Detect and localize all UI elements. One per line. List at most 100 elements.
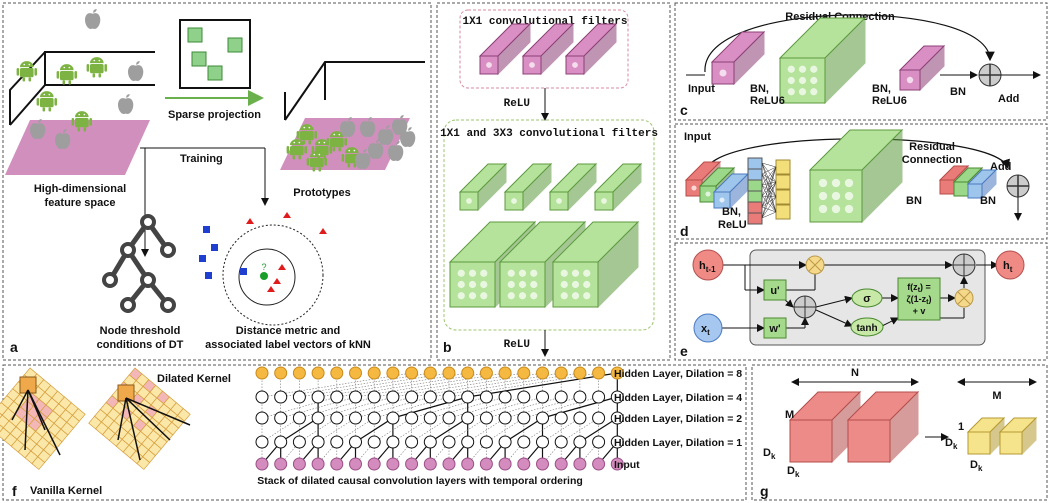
input-node bbox=[479, 457, 493, 471]
hidden-node bbox=[386, 411, 400, 425]
android-icon bbox=[36, 91, 57, 112]
channel-vector bbox=[747, 157, 763, 170]
dt-caption-2: conditions of DT bbox=[97, 339, 184, 351]
output-node bbox=[292, 366, 306, 380]
panel-e: ht-1 ht xt u' w' σ tanh f(zt) = ζ(1-zt) … bbox=[680, 249, 1025, 359]
dilation-edge bbox=[355, 372, 506, 398]
kernel-link bbox=[27, 389, 61, 456]
dt-caption-1: Node threshold bbox=[100, 325, 181, 337]
decision-tree-nodes bbox=[102, 214, 176, 313]
green-1x1-filters bbox=[458, 162, 643, 212]
hidden-node bbox=[274, 390, 288, 404]
dilation-edge bbox=[448, 396, 524, 419]
dilation-edge bbox=[299, 417, 337, 443]
connection-line bbox=[761, 196, 777, 208]
multiply-cross-top bbox=[808, 258, 822, 272]
output-node bbox=[461, 366, 475, 380]
connection-line bbox=[761, 162, 777, 168]
dilation-edge bbox=[392, 372, 543, 398]
standard-kernel bbox=[846, 390, 920, 464]
kernel-grids bbox=[0, 367, 191, 470]
depthwise-blocks-d bbox=[684, 128, 998, 225]
kernel-link bbox=[125, 397, 191, 426]
feature-space-plane bbox=[5, 120, 150, 175]
output-node bbox=[330, 366, 344, 380]
input-node bbox=[386, 457, 400, 471]
dilation-edge bbox=[318, 396, 393, 419]
apple-icon bbox=[30, 119, 46, 140]
magenta-filter-group bbox=[478, 22, 618, 76]
input-node bbox=[255, 457, 269, 471]
w-prime-label: w' bbox=[768, 323, 781, 335]
panel-a: Sparse projection Training High-dimensio… bbox=[5, 9, 425, 355]
hidden-node bbox=[367, 390, 381, 404]
green-3x3-filter bbox=[551, 220, 640, 309]
hidden-node bbox=[554, 435, 568, 449]
dilation-edge bbox=[448, 372, 599, 398]
bn-label-c1: BN, bbox=[750, 83, 769, 95]
hidden-node bbox=[386, 435, 400, 449]
panel-f: Dilated Kernel Vanilla Kernel Hidden Lay… bbox=[0, 366, 742, 499]
relu-label-bottom: ReLU bbox=[504, 339, 530, 351]
connection-line bbox=[761, 162, 777, 183]
knn-query-point bbox=[260, 272, 268, 280]
panel-c: Residual Connection Input BN, ReLU6 BN, … bbox=[680, 11, 1041, 118]
connection-line bbox=[761, 181, 777, 197]
panel-f-letter: f bbox=[12, 483, 17, 499]
apple-icon bbox=[340, 117, 356, 138]
output-node bbox=[274, 366, 288, 380]
input-node bbox=[292, 457, 306, 471]
apple-icon bbox=[378, 125, 394, 146]
connection-line bbox=[761, 162, 777, 198]
hidden-node bbox=[423, 411, 437, 425]
hidden-node bbox=[592, 390, 606, 404]
hidden-node bbox=[311, 390, 325, 404]
h-prev-label: ht-1 bbox=[699, 260, 716, 274]
hidden-node bbox=[442, 390, 456, 404]
apple-icon bbox=[355, 149, 371, 170]
sparse-square bbox=[207, 65, 223, 81]
dilation-edge bbox=[280, 372, 431, 398]
pointwise-vector bbox=[775, 159, 791, 175]
layer-label: Hidden Layer, Dilation = 2 bbox=[614, 413, 742, 425]
hidden-node bbox=[274, 411, 288, 425]
hidden-node bbox=[479, 435, 493, 449]
standard-kernel bbox=[788, 390, 862, 464]
hidden-node bbox=[423, 435, 437, 449]
dk-label-3: Dk bbox=[945, 437, 958, 451]
dilation-edge bbox=[299, 372, 450, 398]
hidden-node bbox=[461, 435, 475, 449]
green-3x3-filters bbox=[448, 220, 640, 309]
channel-vector bbox=[747, 190, 763, 203]
hidden-node bbox=[311, 435, 325, 449]
connection-line bbox=[761, 181, 777, 186]
dilation-edge bbox=[392, 396, 468, 419]
hidden-node bbox=[536, 411, 549, 425]
apple-icon bbox=[85, 9, 101, 30]
android-icon bbox=[311, 139, 332, 160]
project-1x1-block bbox=[898, 44, 946, 92]
hidden-node bbox=[330, 390, 344, 404]
channel-vector bbox=[747, 179, 763, 192]
depthwise-3x3-block bbox=[778, 16, 867, 105]
kernel-link bbox=[125, 397, 171, 441]
input-label-c: Input bbox=[688, 83, 715, 95]
hidden-node bbox=[386, 390, 400, 404]
conv-kernel-blocks bbox=[788, 390, 1038, 464]
dilation-edge bbox=[280, 417, 319, 443]
green-1x1-filter bbox=[503, 162, 553, 212]
dilation-edge bbox=[561, 417, 599, 443]
formula-line-1: f(zt) = bbox=[907, 282, 931, 294]
android-icons-left bbox=[16, 57, 107, 132]
hidden-node bbox=[517, 435, 531, 449]
hidden-node bbox=[461, 411, 475, 425]
decision-tree bbox=[107, 220, 171, 307]
output-node bbox=[479, 366, 493, 380]
android-icons-right bbox=[286, 124, 362, 172]
dilation-edge bbox=[261, 396, 337, 419]
hidden-node bbox=[479, 411, 493, 425]
dilation-edge bbox=[392, 417, 431, 443]
panel-b: 1X1 convolutional filters ReLU 1X1 and 3… bbox=[440, 9, 658, 357]
feature-space-label-1: High-dimensional bbox=[34, 183, 126, 195]
